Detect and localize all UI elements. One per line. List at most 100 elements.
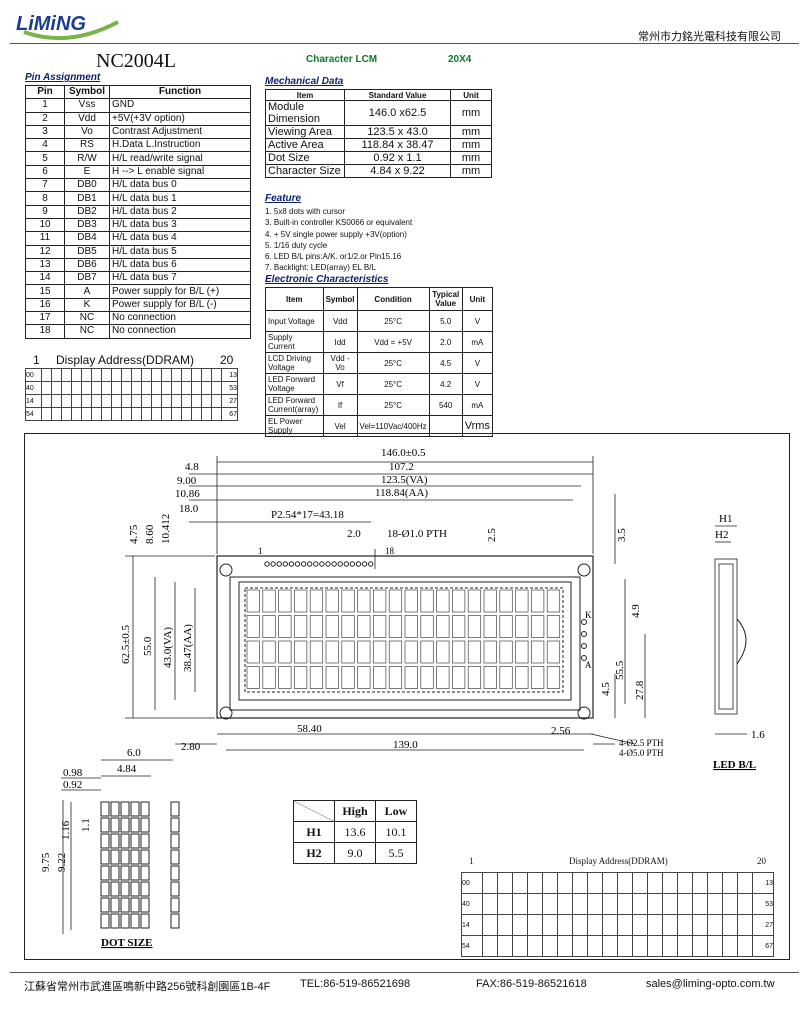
elec-symbol: Idd	[322, 331, 358, 353]
dot	[140, 865, 150, 881]
char-cell	[278, 589, 292, 613]
hl-corner	[293, 800, 335, 822]
pin-function: H --> L enable signal	[109, 164, 251, 180]
ddram-cell	[51, 368, 62, 382]
char-cell	[262, 640, 276, 664]
pin-symbol: DB5	[64, 244, 110, 259]
char-cell	[325, 640, 339, 664]
ddram-cell	[71, 368, 82, 382]
pin-hole	[355, 561, 362, 567]
pin-hole	[343, 561, 349, 567]
ddram-cell	[81, 407, 92, 421]
elec-condition: 25°C	[356, 310, 430, 332]
char-cell	[420, 640, 434, 664]
ddram-cell	[677, 893, 693, 915]
char-cell	[531, 615, 545, 638]
pin-function: H/L data bus 1	[109, 191, 251, 206]
char-cell	[262, 615, 276, 638]
pin-header: Pin	[25, 84, 65, 100]
dim-107-2: 107.2	[389, 461, 414, 473]
char-cell	[531, 589, 545, 613]
pin-number: 15	[25, 284, 65, 299]
ddram-cell	[737, 893, 753, 915]
mount-hole-br	[577, 706, 591, 720]
ddram-cell	[527, 935, 543, 957]
elec-typical-header: Typical Value	[428, 287, 463, 311]
ddram-cell	[587, 914, 603, 936]
mechanical-title: Mechanical Data	[265, 76, 344, 87]
dot	[170, 801, 180, 817]
dot	[130, 849, 140, 865]
ddram-start: 1	[33, 353, 40, 367]
ddram-cell	[101, 368, 112, 382]
pin-number: 11	[25, 231, 65, 246]
pin-symbol: Vdd	[64, 111, 110, 126]
ddram-cell	[482, 935, 498, 957]
char-cell	[452, 666, 466, 689]
pin-hole	[300, 561, 307, 567]
char-cell	[388, 589, 403, 613]
ddram-title: Display Address(DDRAM)	[56, 353, 195, 367]
ddram-cell	[41, 394, 52, 408]
dot	[130, 833, 140, 849]
backlight-pin	[581, 655, 587, 661]
dot	[120, 817, 130, 833]
ddram-end-addr: 53	[221, 381, 238, 395]
ddram-cell	[181, 368, 192, 382]
dot	[120, 833, 130, 849]
dot	[120, 913, 130, 929]
active-area	[244, 587, 564, 693]
ddram-cell	[587, 872, 603, 894]
ddram-start-addr: 54	[25, 407, 42, 421]
char-cell	[309, 640, 324, 664]
char-cell	[499, 666, 513, 689]
dot	[100, 881, 110, 897]
dot	[120, 897, 130, 913]
ddram-cell	[497, 914, 513, 936]
dim-139-0: 139.0	[393, 739, 418, 751]
pin-symbol: R/W	[64, 151, 110, 166]
mech-value: 0.92 x 1.1	[344, 151, 451, 165]
char-cell	[483, 589, 497, 613]
mech-value: 4.84 x 9.22	[344, 164, 451, 178]
ddram-cell	[662, 914, 678, 936]
ddram-cell	[512, 872, 528, 894]
char-cell	[467, 640, 482, 664]
ddram-cell	[572, 893, 588, 915]
char-cell	[325, 589, 339, 613]
char-cell	[262, 589, 276, 613]
ddram-cell	[527, 872, 543, 894]
ddram-cell	[91, 407, 102, 421]
dot	[110, 897, 120, 913]
footer-email: sales@liming-opto.com.tw	[646, 978, 775, 990]
pin-number: 6	[25, 164, 65, 180]
elec-item: EL Power Supply	[265, 415, 324, 437]
elec-symbol: Vdd	[322, 310, 358, 332]
dim-2-80: 2.80	[181, 741, 201, 753]
elec-condition: Vdd = +5V	[356, 331, 430, 353]
dot-9-22: 9.22	[56, 853, 68, 872]
ddram-cell	[111, 368, 122, 382]
char-cell	[515, 615, 529, 638]
dot	[170, 897, 180, 913]
dot	[170, 865, 180, 881]
ddram-cell	[71, 407, 82, 421]
dim-4-75: 4.75	[128, 524, 140, 544]
dot	[110, 849, 120, 865]
dim-4-5: 4.5	[600, 682, 612, 696]
ddram-cell	[542, 914, 558, 936]
pin-symbol: DB0	[64, 178, 110, 193]
dot	[100, 913, 110, 929]
char-cell	[325, 666, 339, 689]
ddram-cell	[662, 872, 678, 894]
ddram-start-addr: 00	[461, 872, 483, 894]
